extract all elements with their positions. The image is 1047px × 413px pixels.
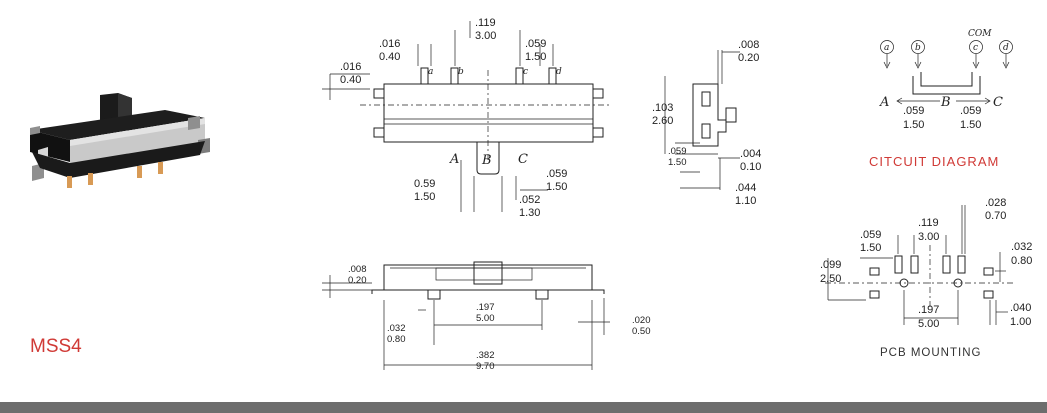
dim-center-in: .119 (475, 17, 496, 29)
dim-kr-in: .059 (546, 168, 567, 180)
front-peg-in: .032 (387, 323, 406, 334)
product-name: MSS4 (30, 336, 82, 357)
dim-pinw-mm: 0.40 (379, 51, 400, 63)
side-view-drawing (664, 50, 740, 190)
front-len-mm: 9.70 (476, 361, 495, 372)
front-pitch-in: .197 (476, 302, 495, 313)
front-thick-mm: 0.20 (348, 275, 367, 286)
dim-pitch-in: .059 (525, 38, 546, 50)
front-peg-mm: 0.80 (387, 334, 406, 345)
front-view-drawing (322, 261, 610, 370)
pcb-title: PCB MOUNTING (880, 347, 981, 359)
pcb-hole-mm: 5.00 (918, 318, 939, 330)
side-foot-mm: 1.10 (735, 195, 756, 207)
circuit-term-d: d (1003, 43, 1009, 53)
pcb-left-mm: 2.50 (820, 273, 841, 285)
front-lead-mm: 0.50 (632, 326, 651, 337)
circuit-pole-b: B (940, 95, 951, 110)
dim-knob-mm: 1.30 (519, 207, 540, 219)
pcb-hole-in: .197 (918, 304, 939, 316)
dim-center-mm: 3.00 (475, 30, 496, 42)
dim-side-in: .016 (340, 61, 361, 73)
circuit-title: CITCUIT DIAGRAM (869, 154, 999, 169)
pcb-pad-in: .040 (1010, 302, 1031, 314)
circuit-dim1-in: .059 (903, 105, 924, 117)
circuit-term-a: a (884, 43, 889, 53)
pcb-mid-in: .119 (918, 217, 939, 229)
side-gap-mm: 0.10 (740, 161, 761, 173)
pcb-w-mm: 0.70 (985, 210, 1006, 222)
side-lower-mm: 1.50 (668, 157, 687, 168)
pcb-left-in: .099 (820, 259, 841, 271)
circuit-pole-a: A (879, 95, 889, 110)
circuit-dim2-in: .059 (960, 105, 981, 117)
pcb-right-mm: 0.80 (1011, 255, 1032, 267)
circuit-diagram (880, 40, 1013, 105)
side-top-mm: 0.20 (738, 52, 759, 64)
top-pin-b: b (458, 67, 464, 77)
top-pin-d: d (556, 67, 562, 77)
side-h-mm: 2.60 (652, 115, 673, 127)
dim-kr-mm: 1.50 (546, 181, 567, 193)
side-gap-in: .004 (740, 148, 761, 160)
front-thick-in: .008 (348, 264, 367, 275)
circuit-pole-c: C (993, 95, 1003, 110)
circuit-com-label: COM (968, 29, 992, 39)
side-foot-in: .044 (735, 182, 756, 194)
dim-side-mm: 0.40 (340, 74, 361, 86)
dim-pitch-mm: 1.50 (525, 51, 546, 63)
front-len-in: .382 (476, 350, 495, 361)
side-h-in: .103 (652, 102, 673, 114)
pcb-pitch-in: .059 (860, 229, 881, 241)
pcb-pad-mm: 1.00 (1010, 316, 1031, 328)
circuit-term-b: b (915, 43, 921, 53)
product-photo (30, 93, 210, 188)
top-pin-a: a (428, 67, 433, 77)
front-lead-in: .020 (632, 315, 651, 326)
circuit-term-c: c (973, 43, 978, 53)
dim-bl-mm: 1.50 (414, 191, 435, 203)
dim-bl-in: 0.59 (414, 178, 435, 190)
top-pin-c: c (523, 67, 528, 77)
pcb-pitch-mm: 1.50 (860, 242, 881, 254)
actuator-label-c: C (518, 152, 528, 167)
top-view-drawing (322, 21, 612, 212)
pcb-mid-mm: 3.00 (918, 231, 939, 243)
side-lower-in: .059 (668, 146, 687, 157)
pcb-w-in: .028 (985, 197, 1006, 209)
actuator-label-b: B (481, 153, 492, 168)
front-pitch-mm: 5.00 (476, 313, 495, 324)
side-top-in: .008 (738, 39, 759, 51)
pcb-right-in: .032 (1011, 241, 1032, 253)
circuit-dim2-mm: 1.50 (960, 119, 981, 131)
footer-bar (0, 402, 1047, 413)
pcb-footprint (825, 205, 1015, 325)
circuit-dim1-mm: 1.50 (903, 119, 924, 131)
dim-pinw-in: .016 (379, 38, 400, 50)
actuator-label-a: A (449, 152, 459, 167)
dim-knob-in: .052 (519, 194, 540, 206)
